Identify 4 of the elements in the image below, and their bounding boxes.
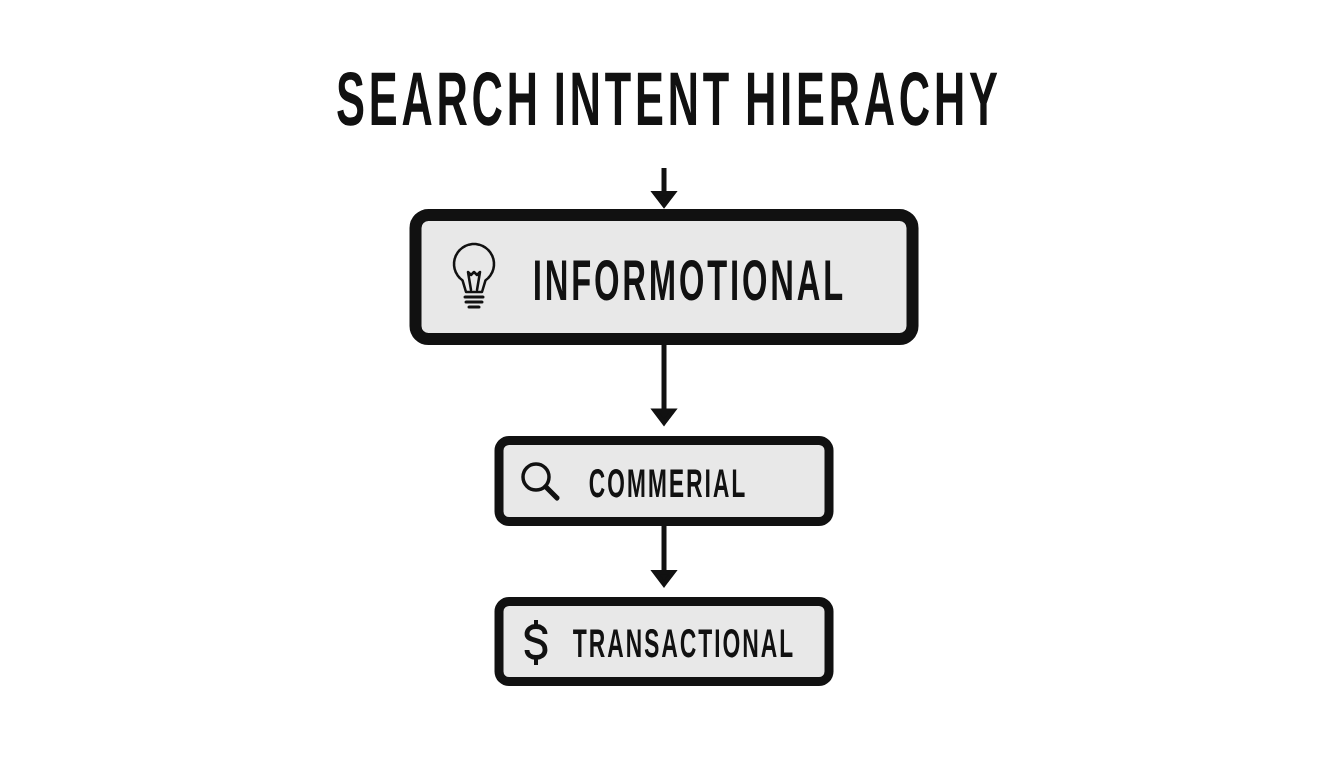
process-box: COMMERIAL	[494, 436, 834, 526]
process-box: TRANSACTIONAL	[494, 597, 834, 686]
title: SEARCH INTENT HIERACHY	[337, 71, 998, 126]
process-box: INFORMOTIONAL	[409, 209, 919, 345]
